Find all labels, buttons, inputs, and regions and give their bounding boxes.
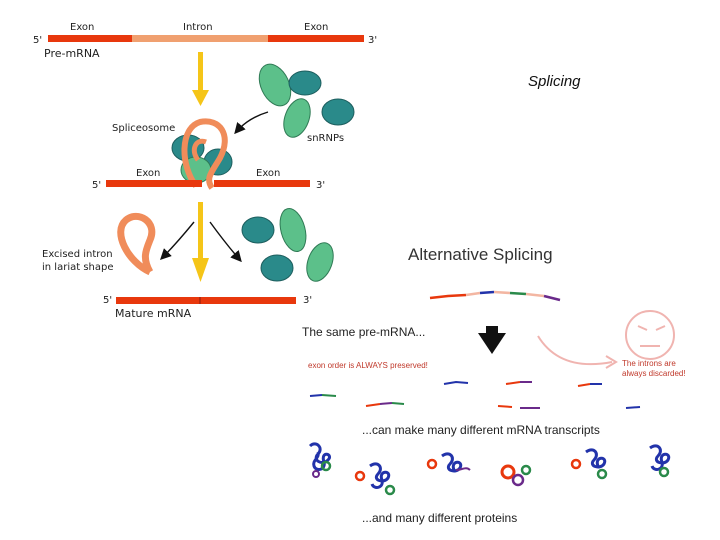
pre-mrna-label: Pre-mRNA [44,47,100,60]
intron-segment [132,35,268,42]
splicing-title: Splicing [528,73,581,90]
protein-icon [354,462,396,496]
arrow-to-spliceosome [234,111,269,135]
alt-splicing-title: Alternative Splicing [408,245,553,264]
discard-arrow [537,335,613,366]
exon-segment-left [48,35,132,42]
lariat-label-line2: in lariat shape [42,262,114,273]
snrnp-cluster [241,208,334,282]
exon-label-left: Exon [70,22,94,33]
mature-mrna-label: Mature mRNA [115,307,192,320]
snrnps-label: snRNPs [307,133,344,144]
lariat-label-line1: Excised intron [42,249,113,260]
proteins-label: ...and many different proteins [362,511,517,525]
five-prime-label: 5' [103,295,112,306]
same-pre-mrna-label: The same pre-mRNA... [302,325,425,339]
protein-icon [649,444,671,478]
introns-note-line1: The introns are [622,359,676,368]
intron-label: Intron [183,22,213,33]
exon-label-left: Exon [136,168,160,179]
introns-note-line2: always discarded! [622,369,686,378]
yellow-arrow-icon [192,202,209,282]
exon-label-right: Exon [256,168,280,179]
spliceosome-complex [171,118,233,190]
three-prime-label: 3' [316,180,325,191]
alt-pre-mrna-line [429,290,561,302]
five-prime-label: 5' [92,180,101,191]
exon-segment-right [268,35,364,42]
arrow-to-lariat [160,221,195,260]
arrow-to-snrnps [209,221,242,263]
transcript-fragments [309,380,641,409]
protein-icon [500,464,532,487]
pre-mrna-strand [48,35,364,42]
protein-icon [426,452,471,473]
sad-face-icon [625,310,675,360]
transcripts-label: ...can make many different mRNA transcri… [362,423,600,437]
spliceosome-label: Spliceosome [112,123,175,134]
middle-strand [106,180,310,187]
three-prime-label: 3' [368,35,377,46]
three-prime-label: 3' [303,295,312,306]
protein-icon [308,442,332,478]
exon-label-right: Exon [304,22,328,33]
five-prime-label: 5' [33,35,42,46]
yellow-arrow-icon [192,52,209,106]
exon-order-note: exon order is ALWAYS preserved! [308,361,428,370]
mature-mrna-strand [116,297,296,304]
down-arrow-icon [478,326,506,354]
protein-icon [570,448,608,480]
intron-lariat [117,212,156,276]
snrnp-cluster [258,63,355,138]
